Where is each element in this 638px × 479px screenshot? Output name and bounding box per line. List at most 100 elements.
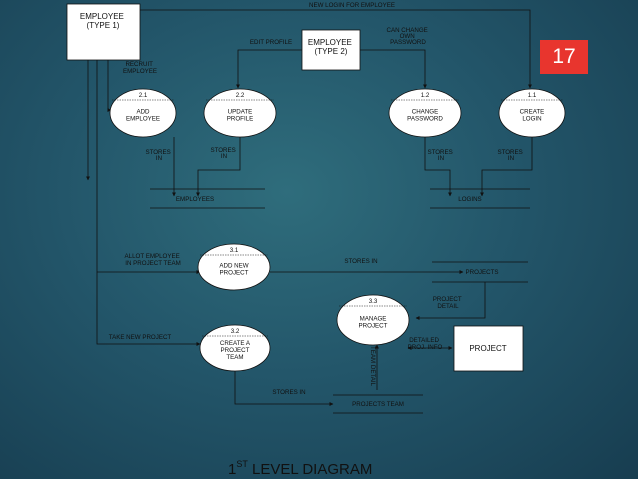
flow-stores-in-21-line2: IN [156, 155, 162, 162]
flow-lines [86, 9, 533, 406]
entity-project: PROJECT [469, 344, 506, 353]
diagram-title-rest: LEVEL DIAGRAM [248, 461, 372, 478]
entity-employee-type1-line1: EMPLOYEE [80, 12, 124, 21]
entity-employee-type2-line2: (TYPE 2) [315, 47, 348, 56]
flow-stores-in-32-label: STORES IN [272, 389, 305, 396]
store-employees-label: EMPLOYEES [176, 196, 214, 203]
data-stores [150, 188, 530, 414]
flow-stores-in-22-label: STORES IN [210, 147, 237, 160]
slide-number: 17 [552, 45, 576, 68]
process-p32-label-line2: PROJECT [221, 347, 250, 354]
flow-allot-line2: IN PROJECT TEAM [125, 260, 180, 267]
process-p31-label-line2: PROJECT [220, 270, 249, 277]
entity-employee-type1: EMPLOYEE (TYPE 1) [80, 12, 126, 30]
flow-recruit-label: RECRUIT EMPLOYEE [123, 61, 157, 75]
process-p32-circle [199, 324, 271, 372]
process-p11-id: 1.1 [528, 92, 537, 99]
flow-stores-in-11-line2: IN [508, 155, 514, 162]
process-p22-circle [203, 88, 277, 138]
entity-employee-type1-line2: (TYPE 1) [87, 21, 120, 30]
flow-can-change-label: CAN CHANGE OWN PASSWORD [387, 27, 430, 46]
flow-recruit-line2: EMPLOYEE [123, 68, 157, 75]
flow-new-login-label: NEW LOGIN FOR EMPLOYEE [309, 2, 395, 9]
flow-can-change-line2: OWN [400, 33, 415, 40]
flow-line-store-11 [480, 137, 533, 197]
flow-line-can-change [360, 49, 427, 89]
flow-line-store-32 [234, 370, 334, 406]
process-p22-id: 2.2 [236, 92, 245, 99]
flow-stores-in-21-label: STORES IN [145, 149, 172, 162]
flow-detailed-info-line1: DETAILED [409, 337, 439, 344]
flow-project-detail-line2: DETAIL [437, 303, 459, 310]
process-p33-label-line1: MANAGE [360, 316, 387, 323]
process-p12-id: 1.2 [421, 92, 430, 99]
process-p33-label-line2: PROJECT [359, 323, 388, 330]
flow-allot-label: ALLOT EMPLOYEE IN PROJECT TEAM [125, 253, 182, 267]
flow-line-store-22 [196, 137, 241, 197]
process-p12-circle [388, 88, 462, 138]
process-p11-label-line2: LOGIN [522, 116, 541, 123]
flow-line-store-12 [424, 137, 452, 197]
flow-detailed-info-line2: PROJ. INFO [408, 344, 443, 351]
flow-stores-in-12-line1: STORES [427, 149, 452, 156]
process-p12-label-line1: CHANGE [412, 109, 438, 116]
flow-team-detail-label: TEAM DETAIL [369, 346, 376, 387]
flow-stores-in-21-line1: STORES [145, 149, 170, 156]
diagram-title-main: 1 [228, 461, 236, 478]
flow-stores-in-12-label: STORES IN [427, 149, 454, 162]
flow-stores-in-11-label: STORES IN [497, 149, 524, 162]
entity-employee-type2-line1: EMPLOYEE [308, 38, 352, 47]
flow-stores-in-31-line1: STORES IN [344, 258, 377, 265]
processes: 2.1ADDEMPLOYEE2.2UPDATEPROFILE1.2CHANGEP… [109, 88, 566, 372]
flow-line-trunk [96, 60, 201, 346]
process-p21-circle [109, 88, 177, 138]
process-p33-id: 3.3 [369, 298, 378, 305]
process-p31-circle [197, 243, 271, 291]
process-p32-label-line1: CREATE A [220, 340, 251, 347]
flow-can-change-line1: CAN CHANGE [387, 27, 428, 34]
flow-line-project-detail [415, 282, 486, 320]
diagram-title-sup: ST [236, 459, 248, 469]
process-p11-circle [498, 88, 566, 138]
flow-allot-line1: ALLOT EMPLOYEE [125, 253, 180, 260]
flow-stores-in-11-line1: STORES [497, 149, 522, 156]
store-logins-label: LOGINS [458, 196, 481, 203]
process-p21-id: 2.1 [139, 92, 148, 99]
process-p11-label-line1: CREATE [520, 109, 545, 116]
flow-stores-in-22-line1: STORES [210, 147, 235, 154]
flow-edit-profile-line1: EDIT PROFILE [250, 39, 292, 46]
flow-recruit-line1: RECRUIT [125, 61, 153, 68]
process-p32-label-line3: TEAM [226, 354, 243, 361]
process-p21-label-line2: EMPLOYEE [126, 116, 160, 123]
entity-employee-type2: EMPLOYEE (TYPE 2) [308, 38, 354, 56]
flow-new-login-line1: NEW LOGIN FOR EMPLOYEE [309, 2, 395, 9]
flow-line-edit-profile [236, 49, 302, 89]
flow-edit-profile-label: EDIT PROFILE [250, 39, 292, 46]
store-projects-team-label: PROJECTS TEAM [352, 401, 404, 408]
process-p21-label-line1: ADD [136, 109, 150, 116]
flow-take-new-project-line1: TAKE NEW PROJECT [109, 334, 172, 341]
flow-detailed-info-label: DETAILED PROJ. INFO [408, 337, 443, 351]
process-p31-id: 3.1 [230, 247, 239, 254]
process-p31-label-line1: ADD NEW [219, 263, 248, 270]
process-p12-label-line2: PASSWORD [407, 116, 443, 123]
external-entities [66, 3, 524, 372]
slide-number-badge: 17 [540, 40, 588, 74]
store-projects-label: PROJECTS [465, 269, 498, 276]
flow-line-recruit [107, 60, 112, 112]
entity-employee-type1-box [66, 3, 141, 61]
process-p32-id: 3.2 [231, 328, 240, 335]
process-p22-label-line2: PROFILE [227, 116, 253, 123]
process-p33-circle [336, 294, 410, 346]
flow-can-change-line3: PASSWORD [390, 39, 426, 46]
flow-project-detail-line1: PROJECT [433, 296, 462, 303]
flow-stores-in-12-line2: IN [438, 155, 444, 162]
flow-stores-in-22-line2: IN [221, 153, 227, 160]
